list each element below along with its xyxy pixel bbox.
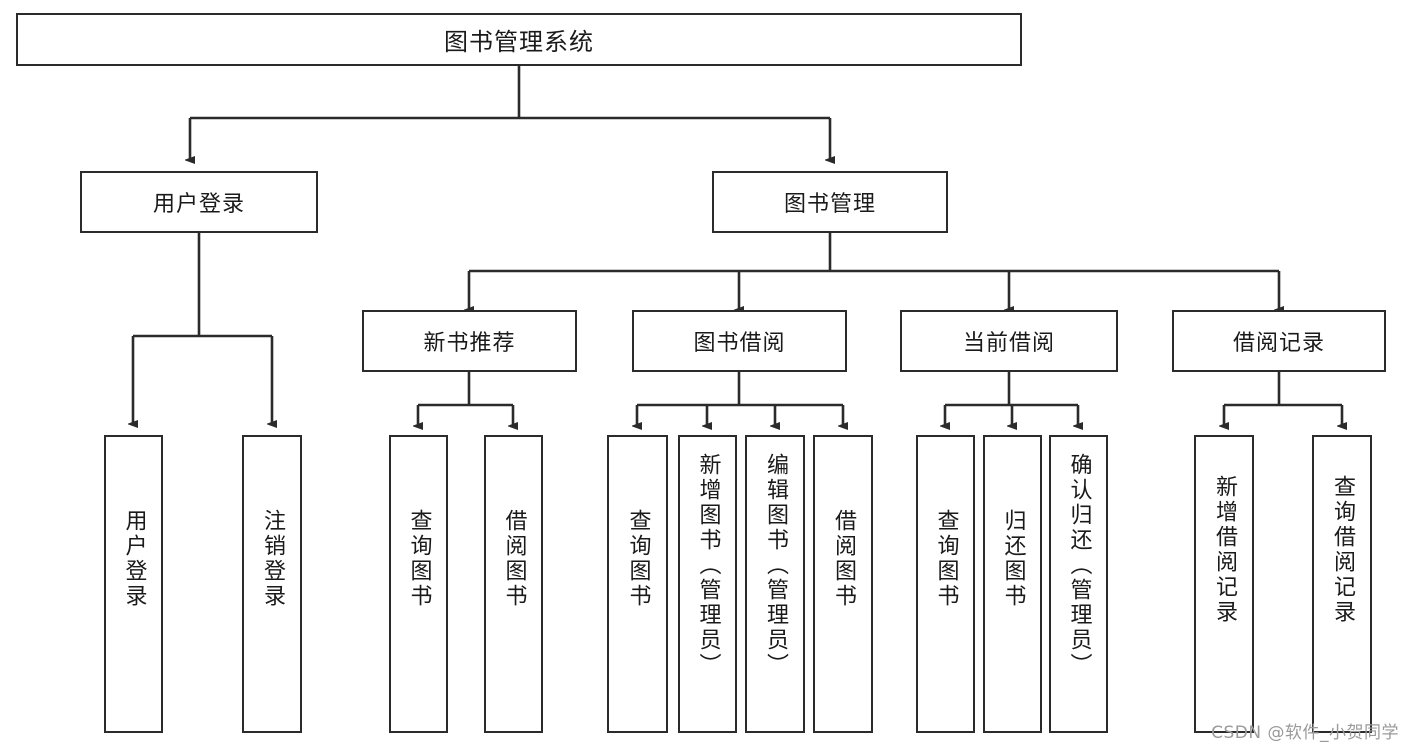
node-new-book-recommend[interactable]: 新书推荐	[362, 310, 577, 372]
node-label: 新增借阅记录	[1212, 475, 1237, 625]
leaf-borrow-add-book[interactable]: 新增图书（管理员）	[678, 435, 737, 733]
node-root-system[interactable]: 图书管理系统	[16, 13, 1022, 66]
node-label: 归还图书	[1000, 509, 1026, 609]
leaf-current-confirm-return[interactable]: 确认归还（管理员）	[1049, 435, 1108, 733]
node-book-borrow[interactable]: 图书借阅	[632, 310, 847, 372]
node-label: 查询图书	[406, 509, 432, 609]
node-label: 借阅图书	[501, 509, 527, 609]
leaf-user-login-logout[interactable]: 注销登录	[242, 435, 302, 733]
leaf-borrow-query-book[interactable]: 查询图书	[607, 435, 668, 733]
node-label: 图书管理系统	[444, 28, 594, 56]
node-label: 注销登录	[260, 509, 285, 609]
node-book-management[interactable]: 图书管理	[712, 171, 948, 233]
node-label: 新书推荐	[423, 331, 516, 356]
node-label: 新增图书（管理员）	[695, 453, 721, 678]
node-label: 图书管理	[783, 192, 876, 217]
leaf-new-book-borrow[interactable]: 借阅图书	[484, 435, 543, 733]
node-label: 当前借阅	[962, 331, 1055, 356]
node-label: 借阅图书	[831, 509, 856, 609]
node-label: 借阅记录	[1232, 331, 1325, 356]
node-current-borrow[interactable]: 当前借阅	[900, 310, 1118, 372]
node-label: 编辑图书（管理员）	[763, 453, 788, 678]
watermark: CSDN @软件_小贺同学	[1211, 723, 1399, 743]
leaf-borrow-borrow-book[interactable]: 借阅图书	[813, 435, 873, 733]
node-label: 图书借阅	[693, 331, 786, 356]
leaf-user-login-login[interactable]: 用户登录	[104, 435, 163, 733]
node-label: 查询图书	[625, 509, 651, 609]
leaf-borrow-edit-book[interactable]: 编辑图书（管理员）	[745, 435, 805, 733]
node-borrow-record[interactable]: 借阅记录	[1172, 310, 1386, 372]
node-label: 确认归还（管理员）	[1066, 453, 1092, 678]
node-user-login[interactable]: 用户登录	[80, 171, 318, 233]
leaf-record-query[interactable]: 查询借阅记录	[1312, 435, 1372, 733]
node-label: 查询借阅记录	[1330, 475, 1355, 625]
node-label: 查询图书	[933, 509, 959, 609]
node-label: 用户登录	[152, 192, 245, 217]
leaf-new-book-query[interactable]: 查询图书	[389, 435, 448, 733]
node-label: 用户登录	[121, 509, 147, 609]
leaf-current-query-book[interactable]: 查询图书	[916, 435, 975, 733]
leaf-record-add[interactable]: 新增借阅记录	[1194, 435, 1254, 733]
leaf-current-return-book[interactable]: 归还图书	[983, 435, 1042, 733]
